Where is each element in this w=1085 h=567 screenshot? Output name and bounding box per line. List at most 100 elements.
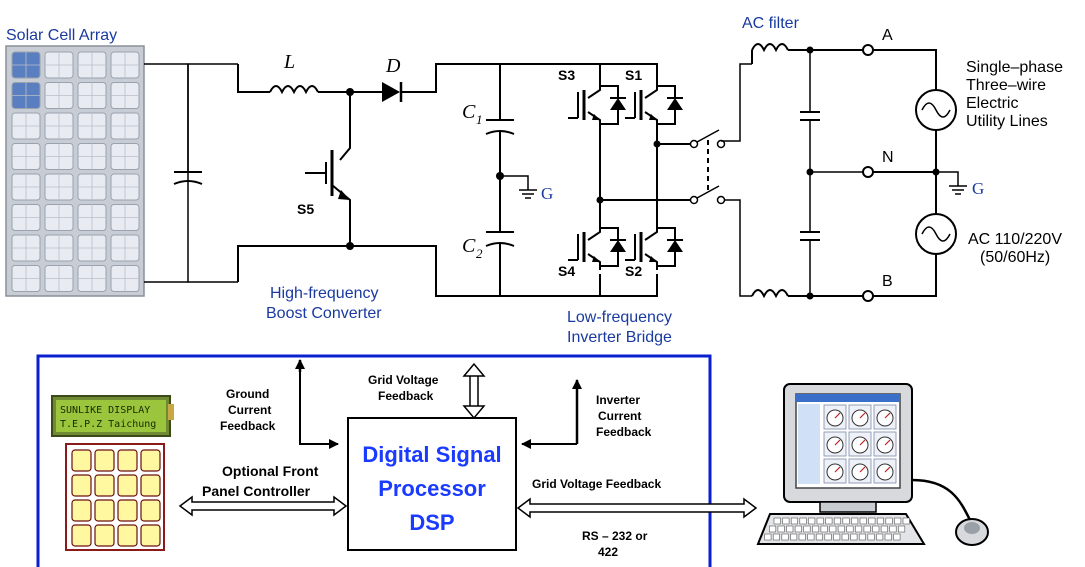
keypad-key — [140, 499, 161, 522]
inverter-label-line1: Low-frequency — [567, 309, 672, 326]
keypad-key — [117, 449, 138, 472]
dc-link-capacitors — [485, 64, 537, 296]
front-panel-line2: Panel Controller — [202, 483, 311, 499]
keyboard-key — [833, 533, 841, 541]
keyboard-key — [808, 517, 816, 525]
keyboard-key — [825, 517, 833, 525]
keyboard-key — [867, 533, 875, 541]
keypad-key — [117, 474, 138, 497]
s1-label: S1 — [625, 67, 642, 83]
keypad-key — [71, 449, 92, 472]
keyboard-key — [876, 533, 884, 541]
keyboard-key — [880, 525, 888, 533]
inverter-bridge — [500, 63, 690, 297]
keyboard-key — [833, 517, 842, 525]
lcd-display — [51, 395, 174, 437]
c2-subscript: 2 — [476, 246, 483, 261]
keyboard-key — [764, 533, 772, 541]
keyboard-key — [799, 517, 807, 525]
keypad-key — [140, 449, 161, 472]
inductor-label: L — [283, 51, 295, 73]
keyboard-key — [768, 525, 777, 533]
keyboard-key — [798, 533, 806, 541]
keyboard-key — [824, 533, 832, 541]
inverter-current-line3: Feedback — [596, 425, 652, 439]
ac-voltage-line1: AC 110/220V — [968, 231, 1062, 248]
keyboard-key — [777, 525, 785, 533]
ac-source-upper — [915, 89, 957, 131]
keypad-key — [117, 499, 138, 522]
utility-label-line3: Electric — [966, 95, 1018, 112]
keypad-key — [94, 499, 115, 522]
keypad-key — [71, 499, 92, 522]
keyboard-key — [850, 533, 858, 541]
boost-label-line1: High-frequency — [270, 285, 379, 302]
node-b-label: B — [882, 273, 893, 290]
keyboard-key — [829, 525, 837, 533]
keyboard-key — [889, 525, 897, 533]
solar-cell-array — [5, 45, 145, 297]
lcd-line1: SUNLIKE DISPLAY — [60, 405, 150, 416]
keyboard-key — [863, 525, 871, 533]
ac-source-lower — [915, 213, 957, 255]
keypad-key — [71, 474, 92, 497]
keyboard-key — [902, 517, 910, 525]
switch-s5 — [305, 92, 354, 250]
keyboard-key — [772, 533, 781, 541]
inductor-l — [237, 64, 386, 96]
keyboard-key — [885, 517, 893, 525]
rs232-line2: 422 — [598, 545, 618, 559]
utility-label-line1: Single–phase — [966, 59, 1063, 76]
rs232-line1: RS – 232 or — [582, 529, 648, 543]
utility-label-line4: Utility Lines — [966, 113, 1048, 130]
ground-g1-label: G — [541, 184, 553, 203]
utility-label-line2: Three–wire — [966, 77, 1046, 94]
lcd-line2: T.E.P.Z Taichung — [60, 419, 156, 430]
keypad-key — [94, 474, 115, 497]
c1-label: C — [462, 101, 476, 123]
node-a-label: A — [882, 27, 893, 44]
keyboard-key — [820, 525, 828, 533]
solar-array-label: Solar Cell Array — [6, 27, 117, 44]
ac-filter-label: AC filter — [742, 15, 800, 32]
keyboard-key — [876, 517, 885, 525]
keyboard-key — [807, 533, 815, 541]
keypad-key — [94, 449, 115, 472]
keyboard-key — [815, 533, 824, 541]
c1-subscript: 1 — [476, 112, 483, 127]
boost-bottom-rail — [237, 245, 500, 297]
inverter-label-line2: Inverter Bridge — [567, 329, 672, 346]
keyboard-key — [884, 533, 892, 541]
inverter-current-line2: Current — [598, 409, 641, 423]
pc-link-arrow — [516, 497, 758, 519]
grid-voltage-top-line2: Feedback — [378, 389, 434, 403]
ground-current-line2: Current — [228, 403, 271, 417]
output-terminals — [862, 44, 967, 302]
keypad-key — [71, 524, 92, 547]
s4-label: S4 — [558, 263, 575, 279]
ground-current-line3: Feedback — [220, 419, 276, 433]
keyboard-key — [786, 525, 794, 533]
ground-current-feedback-arrow — [295, 359, 339, 449]
ground-g2-label: G — [972, 179, 984, 198]
keyboard-key — [859, 517, 867, 525]
keyboard-key — [893, 533, 901, 541]
keypad-key — [140, 474, 161, 497]
diode-label: D — [385, 55, 401, 77]
dsp-title-line1: Digital Signal — [362, 442, 501, 467]
control-boundary — [36, 354, 712, 567]
keypad-key — [117, 524, 138, 547]
keyboard-key — [868, 517, 876, 525]
keyboard-key — [816, 517, 824, 525]
boost-label-line2: Boost Converter — [266, 305, 382, 322]
keyboard-key — [894, 517, 902, 525]
keyboard-key — [782, 517, 790, 525]
keyboard-key — [842, 517, 850, 525]
inverter-current-feedback-arrow — [521, 379, 582, 449]
front-panel-line1: Optional Front — [222, 463, 319, 479]
front-panel-link-arrow — [178, 495, 348, 517]
inverter-current-line1: Inverter — [596, 393, 640, 407]
keyboard-key — [897, 525, 906, 533]
keyboard-key — [790, 533, 798, 541]
